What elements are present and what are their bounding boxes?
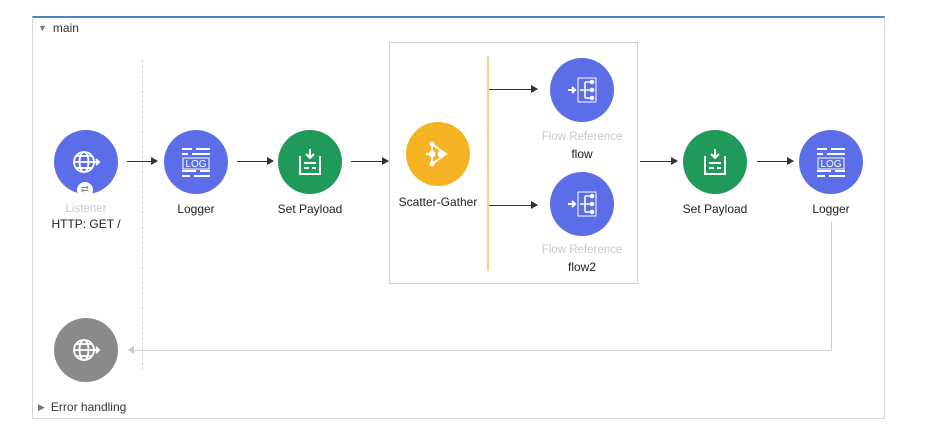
main-flow-header[interactable]: ▼ main	[38, 21, 79, 35]
set-payload-node-2[interactable]	[683, 130, 747, 194]
svg-text:LOG: LOG	[185, 159, 206, 170]
flow-reference-node-2[interactable]	[550, 172, 614, 236]
error-handling-label: Error handling	[50, 400, 127, 414]
log-icon: LOG	[817, 148, 845, 177]
log-icon: LOG	[182, 148, 210, 177]
connector-arrow	[237, 157, 274, 165]
flow-name: main	[52, 21, 79, 35]
flow-canvas	[32, 16, 885, 419]
connector-arrow	[757, 157, 794, 165]
logger-node-2[interactable]: LOG	[799, 130, 863, 194]
response-node[interactable]	[54, 318, 118, 382]
flow-ref-icon	[568, 191, 597, 217]
logger-1-label: Logger	[177, 202, 215, 216]
return-line-horizontal	[132, 350, 832, 351]
globe-arrow-icon	[73, 339, 101, 361]
scatter-gather-scope	[389, 42, 638, 284]
connector-arrow	[640, 157, 678, 165]
globe-arrow-icon	[73, 151, 101, 173]
connector-arrow	[127, 157, 158, 165]
set-payload-1-label: Set Payload	[277, 202, 343, 216]
connector-arrow	[351, 157, 389, 165]
set-payload-2-label: Set Payload	[682, 202, 748, 216]
scatter-gather-node[interactable]	[406, 122, 470, 186]
route-arrow-2	[489, 201, 538, 209]
flow-ref-2-type: Flow Reference	[541, 244, 623, 256]
flow-reference-node-1[interactable]	[550, 58, 614, 122]
scatter-gather-icon	[426, 141, 448, 167]
listener-label: HTTP: GET /	[51, 217, 121, 231]
return-arrowhead	[128, 346, 134, 354]
flow-ref-icon	[568, 77, 597, 103]
scatter-gather-bar	[487, 56, 489, 271]
flow-ref-1-label: flow	[571, 147, 593, 161]
logger-2-label: Logger	[812, 202, 850, 216]
return-line-vertical	[831, 222, 832, 350]
source-divider	[142, 60, 143, 370]
payload-icon	[704, 149, 726, 175]
listener-type: Listener	[65, 203, 107, 215]
error-handling-header[interactable]: ▶ Error handling	[38, 400, 126, 414]
logger-node-1[interactable]: LOG	[164, 130, 228, 194]
swap-icon: ⇄	[77, 182, 93, 198]
expand-triangle-icon[interactable]: ▶	[38, 401, 45, 412]
flow-ref-2-label: flow2	[567, 260, 596, 274]
route-arrow-1	[489, 85, 538, 93]
flow-ref-1-type: Flow Reference	[541, 131, 623, 143]
set-payload-node-1[interactable]	[278, 130, 342, 194]
svg-text:LOG: LOG	[820, 159, 841, 170]
scatter-gather-label: Scatter-Gather	[398, 195, 478, 209]
payload-icon	[299, 149, 321, 175]
collapse-triangle-icon[interactable]: ▼	[38, 23, 47, 33]
